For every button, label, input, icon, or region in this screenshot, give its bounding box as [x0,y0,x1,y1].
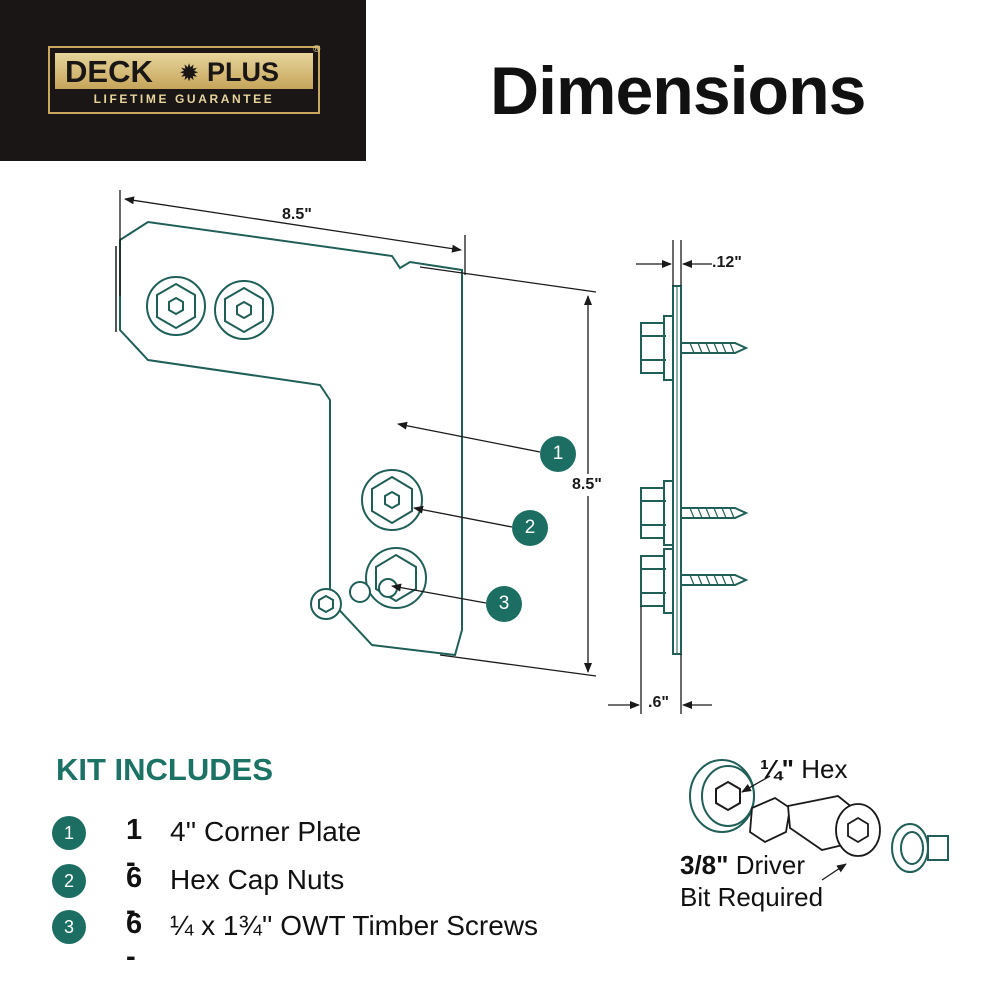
kit-item-qty: 6 - [126,862,143,927]
bit-required-note: Bit Required [680,882,824,912]
registered-mark: ® [313,44,321,55]
plate-height-label: 8.5" [572,474,602,496]
driver-leader-line [821,863,847,881]
width-dimension-line [119,190,466,296]
kit-item-desc: Hex Cap Nuts [170,864,345,895]
callout-3: 3 [486,586,522,622]
logo-word-plus: PLUS [207,57,280,87]
logo-star-icon: ✹ [179,60,200,87]
corner-plate-front [115,220,463,657]
logo-tagline: LIFETIME GUARANTEE [93,92,275,106]
hex-cap-nut-2 [214,280,274,340]
plate-thickness-label: .12" [712,254,742,271]
hex-size-note: ¼" Hex [760,754,848,785]
driver-size-value: 3/8" [680,850,729,880]
nut-on-bolt-illustration [891,823,949,873]
driver-bit-illustration [749,795,881,857]
logo-word-deck: DECK [65,54,153,89]
hex-size-value: ¼" [760,754,795,784]
hex-head-illustration [689,759,755,833]
brand-header: DECK ✹ PLUS LIFETIME GUARANTEE ® [0,0,366,161]
callout-2: 2 [512,510,548,546]
callout-1: 1 [540,436,576,472]
profile-depth-label: .6" [648,694,669,711]
hex-size-word: Hex [801,754,848,784]
hex-cap-nut-3 [361,469,423,531]
kit-item-desc: 4'' Corner Plate [170,816,362,847]
plate-width-label: 8.5" [282,206,312,223]
logo-plate: DECK ✹ PLUS [55,53,313,89]
timber-screw-shanks [680,342,749,586]
hex-leader-line [741,775,771,793]
driver-size-note: 3/8" Driver [680,850,805,881]
kit-item-qty: 6 - [126,908,143,973]
side-profile-view [640,285,682,655]
hex-cap-nut-4 [365,547,427,609]
kit-item-number: 3 [52,910,86,944]
depth-dimension-line [608,606,712,714]
kit-item-number: 1 [52,816,86,850]
callout-leaders [391,421,541,604]
timber-screw-head [310,581,371,620]
kit-item-number: 2 [52,864,86,898]
driver-size-word: Driver [735,850,806,880]
thickness-dimension-line [636,240,712,286]
kit-item-qty: 1 - [126,814,143,879]
kit-heading: KIT INCLUDES [56,752,273,787]
deckplus-logo: DECK ✹ PLUS LIFETIME GUARANTEE [48,46,320,114]
kit-item-desc: ¼ x 1¾'' OWT Timber Screws [170,910,539,941]
page-title: Dimensions [490,53,866,129]
hex-cap-nut-1 [146,276,206,336]
